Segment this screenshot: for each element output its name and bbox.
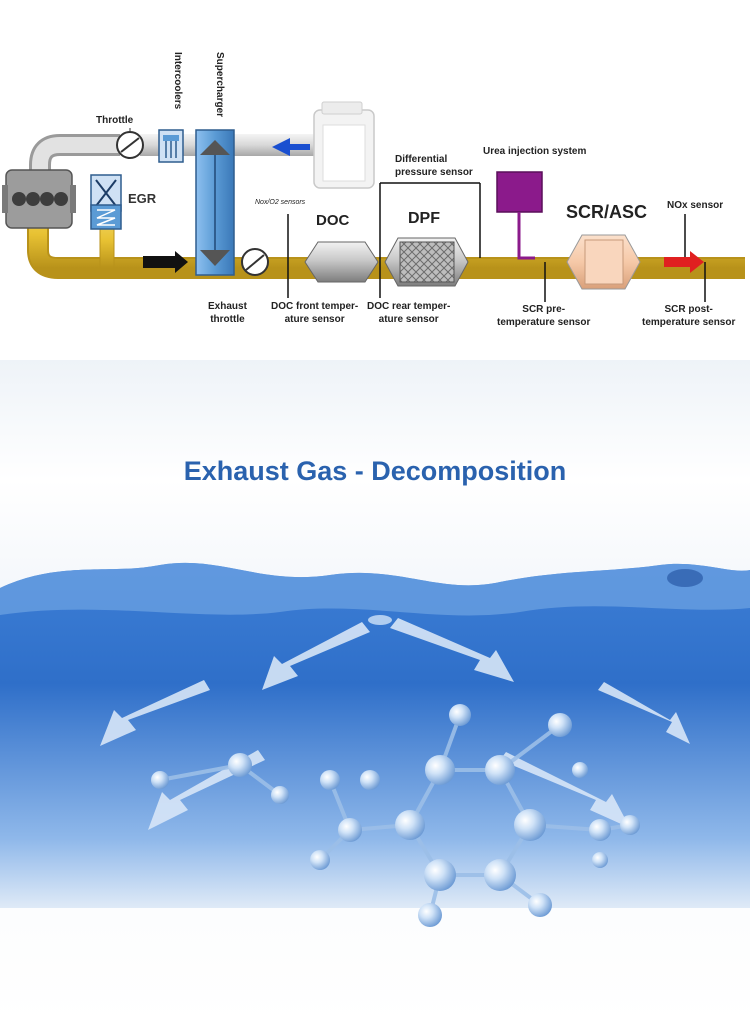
arrow-icon [100,680,210,746]
intake-arrow-icon [272,138,310,156]
doc-front-line-1: DOC front temper- [271,301,359,312]
aftertreatment-diagram: Throttle Intercoolers Supercharger EGR N… [0,0,750,360]
engine-icon [2,169,76,229]
diagram-graphics [2,101,745,302]
egr-valve-icon [90,174,122,230]
exhaust-throttle-gauge-icon [241,248,269,276]
supercharger-icon [195,129,235,276]
arrow-icon [390,618,514,682]
doc-rear-line-1: DOC rear temper- [367,301,451,312]
exhaust-throttle-label: Exhaust throttle [208,300,247,326]
nox-o2-sensors-label: Nox/O2 sensors [255,199,306,206]
air-filter-container-icon [313,101,375,189]
scr-pre-line-1: SCR pre- [522,304,566,315]
doc-label: DOC [316,212,350,229]
exhaust-pipe [29,200,745,277]
dpf-label: DPF [408,210,440,227]
differential-line-1: Differential [395,154,448,165]
water-molecules-graphic [0,562,750,927]
flow-arrow-icon [143,251,188,273]
doc-rear-line-2: ature sensor [378,314,439,325]
exhaust-throttle-line-1: Exhaust [208,301,247,312]
decomposition-hero: Exhaust Gas - Decomposition [0,360,750,1025]
nox-sensor-label: NOx sensor [667,200,724,211]
scr-pre-line-2: temperature sensor [497,317,591,328]
doc-front-line-2: ature sensor [284,314,345,325]
nox-arrow-icon [664,251,704,273]
throttle-label: Throttle [96,115,134,126]
bubble-icon [667,569,703,587]
exhaust-throttle-line-2: throttle [210,314,245,325]
differential-pressure-sensor-label: Differential pressure sensor [395,153,473,179]
doc-rear-temperature-sensor-label: DOC rear temper- ature sensor [367,300,450,326]
water-surface [0,562,750,908]
doc-front-temperature-sensor-label: DOC front temper- ature sensor [271,300,358,326]
scr-post-line-1: SCR post- [664,304,713,315]
supercharger-label: Supercharger [214,52,225,118]
molecule-atoms [151,704,640,927]
throttle-gauge-icon [116,128,144,159]
scr-post-line-2: temperature sensor [642,317,736,328]
arrow-icon [262,622,370,690]
scr-asc-catalyst-icon [566,234,641,290]
intercooler-icon [158,129,184,163]
scr-post-temperature-sensor-label: SCR post- temperature sensor [642,303,735,329]
urea-tank-icon [496,171,543,260]
urea-injection-system-label: Urea injection system [483,146,587,157]
doc-catalyst-icon [304,241,379,283]
scr-pre-temperature-sensor-label: SCR pre- temperature sensor [497,303,590,329]
arrow-icon [598,682,690,744]
arrow-icon [500,752,630,828]
hero-title: Exhaust Gas - Decomposition [183,456,567,486]
egr-label: EGR [128,191,157,206]
differential-line-2: pressure sensor [395,167,473,178]
dpf-filter-icon [384,237,469,287]
scr-asc-label: SCR/ASC [566,202,648,222]
intercoolers-label: Intercoolers [172,52,183,110]
